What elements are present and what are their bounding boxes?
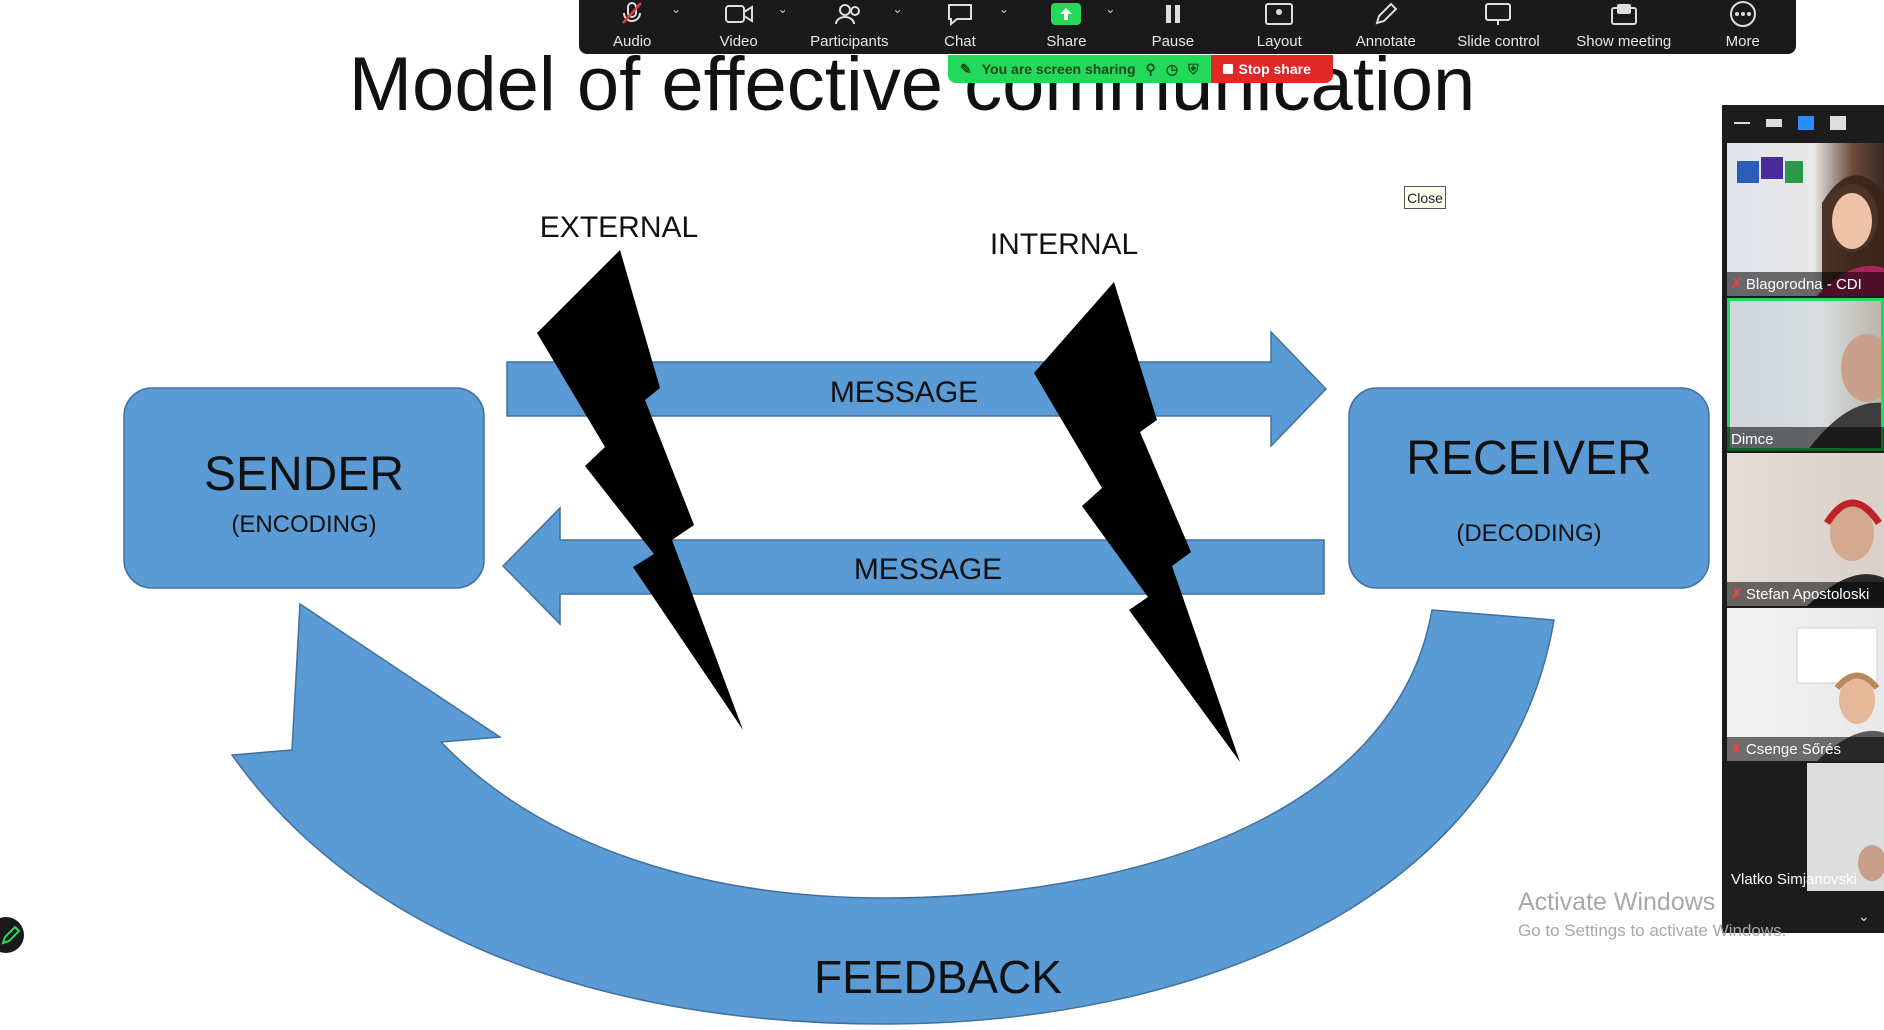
chat-bubble-icon [946,1,974,27]
layout-button[interactable]: Layout [1244,0,1314,54]
watermark-subtitle: Go to Settings to activate Windows. [1518,921,1787,940]
more-label: More [1725,33,1760,50]
external-label: EXTERNAL [540,211,698,244]
slide-control-icon [1483,1,1513,27]
speaker-view-icon[interactable] [1798,116,1814,130]
slide-control-button[interactable]: Slide control [1457,0,1540,54]
layout-icon [1264,1,1294,27]
chevron-down-icon[interactable]: ⌄ [998,2,1009,16]
pencil-icon [1,925,21,945]
pause-icon [1163,1,1183,27]
audio-label: Audio [613,33,652,50]
receiver-sub: (DECODING) [1456,520,1601,547]
receiver-label: RECEIVER [1406,432,1651,485]
participant-name: Csenge Sőrés [1745,740,1841,758]
stop-icon [1222,64,1233,74]
microphone-muted-icon [619,1,645,27]
sharing-status-text: You are screen sharing [981,61,1136,77]
feedback-arrow [230,602,1555,1025]
participant-name-bar: ✗ Blagorodna - CDI [1727,272,1884,296]
meeting-toolbar: Audio ⌄ Video ⌄ Participants ⌄ Chat ⌄ Sh… [579,0,1796,54]
activate-windows-watermark: Activate Windows Go to Settings to activ… [1518,888,1786,941]
internal-label: INTERNAL [990,228,1138,261]
screen-sharing-banner: ✎ You are screen sharing ⚲ ◷ ⛨ Stop shar… [948,55,1333,83]
participant-name: Stefan Apostoloski [1745,585,1870,603]
microphone-muted-icon[interactable]: ⚲ [1145,60,1156,77]
microphone-muted-icon: ✗ [1731,586,1742,601]
layout-label: Layout [1256,33,1302,50]
feedback-label: FEEDBACK [814,951,1062,1003]
internal-lightning-icon [1034,282,1240,762]
participant-tile[interactable]: ✗ Csenge Sőrés [1727,608,1884,761]
participant-name-bar: Vlatko Simjanovski [1727,867,1884,891]
receiver-box [1348,387,1710,589]
chevron-down-icon[interactable]: ⌄ [1858,908,1870,924]
message-left-label: MESSAGE [854,553,1002,586]
message-right-label: MESSAGE [830,376,978,409]
chat-label: Chat [944,33,976,50]
participant-name: Dimce [1731,430,1774,448]
sender-label: SENDER [204,448,404,501]
pencil-icon [1373,1,1399,27]
more-button[interactable]: More [1708,0,1778,54]
participants-label: Participants [810,33,889,50]
more-dots-icon [1728,1,1758,27]
shield-icon: ⛨ [1188,60,1199,77]
hide-video-icon[interactable] [1766,119,1782,127]
microphone-muted-icon: ✗ [1731,741,1742,756]
timer-icon: ◷ [1165,60,1179,77]
participant-name: Blagorodna - CDI [1745,275,1862,293]
participant-name-bar: ✗ Stefan Apostoloski [1727,582,1884,606]
audio-button[interactable]: Audio ⌄ [597,0,681,54]
pencil-icon: ✎ [960,60,972,77]
show-meeting-button[interactable]: Show meeting [1576,0,1671,54]
annotate-label: Annotate [1355,33,1416,50]
video-panel-controls [1722,105,1884,141]
participant-name-bar: ✗ Csenge Sőrés [1727,737,1884,761]
chevron-down-icon[interactable]: ⌄ [1105,2,1116,16]
participant-tile-active-speaker[interactable]: Dimce [1727,298,1884,451]
sender-box [123,387,485,589]
pause-label: Pause [1151,33,1195,50]
participant-tile[interactable]: ✗ Blagorodna - CDI [1727,143,1884,296]
gallery-view-icon[interactable] [1830,116,1846,130]
video-panel: ✗ Blagorodna - CDI Dimce ✗ Stefan Aposto… [1722,105,1884,933]
microphone-muted-icon: ✗ [1731,276,1742,291]
participant-tile[interactable]: ✗ Stefan Apostoloski [1727,453,1884,606]
participants-button[interactable]: Participants ⌄ [810,0,902,54]
stop-share-button[interactable]: Stop share [1210,55,1333,83]
show-meeting-icon [1609,1,1639,27]
video-button[interactable]: Video ⌄ [704,0,788,54]
close-button[interactable]: Close [1404,186,1446,209]
chevron-down-icon[interactable]: ⌄ [671,2,682,16]
pause-button[interactable]: Pause [1138,0,1208,54]
participant-name: Vlatko Simjanovski [1731,870,1857,888]
message-arrow-left [501,506,1325,626]
watermark-title: Activate Windows [1518,888,1716,916]
minimize-icon[interactable] [1734,122,1750,124]
participant-video [1807,763,1884,891]
participant-name-bar: Dimce [1727,427,1884,451]
chat-button[interactable]: Chat ⌄ [925,0,1009,54]
video-label: Video [719,33,758,50]
slide-control-label: Slide control [1457,33,1540,50]
share-button[interactable]: Share ⌄ [1031,0,1115,54]
external-lightning-icon [537,250,743,730]
sharing-status[interactable]: ✎ You are screen sharing ⚲ ◷ ⛨ [948,55,1211,83]
chevron-down-icon[interactable]: ⌄ [777,2,788,16]
share-label: Share [1046,33,1087,50]
annotate-button[interactable]: Annotate [1351,0,1421,54]
stop-share-label: Stop share [1238,61,1311,77]
chevron-down-icon[interactable]: ⌄ [892,2,903,16]
participants-icon [834,1,864,27]
participant-tile[interactable]: Vlatko Simjanovski [1727,763,1884,891]
sender-sub: (ENCODING) [231,511,376,538]
video-camera-icon [724,1,754,27]
participant-video [1796,627,1884,761]
share-screen-icon [1051,3,1082,25]
show-meeting-label: Show meeting [1576,33,1672,50]
